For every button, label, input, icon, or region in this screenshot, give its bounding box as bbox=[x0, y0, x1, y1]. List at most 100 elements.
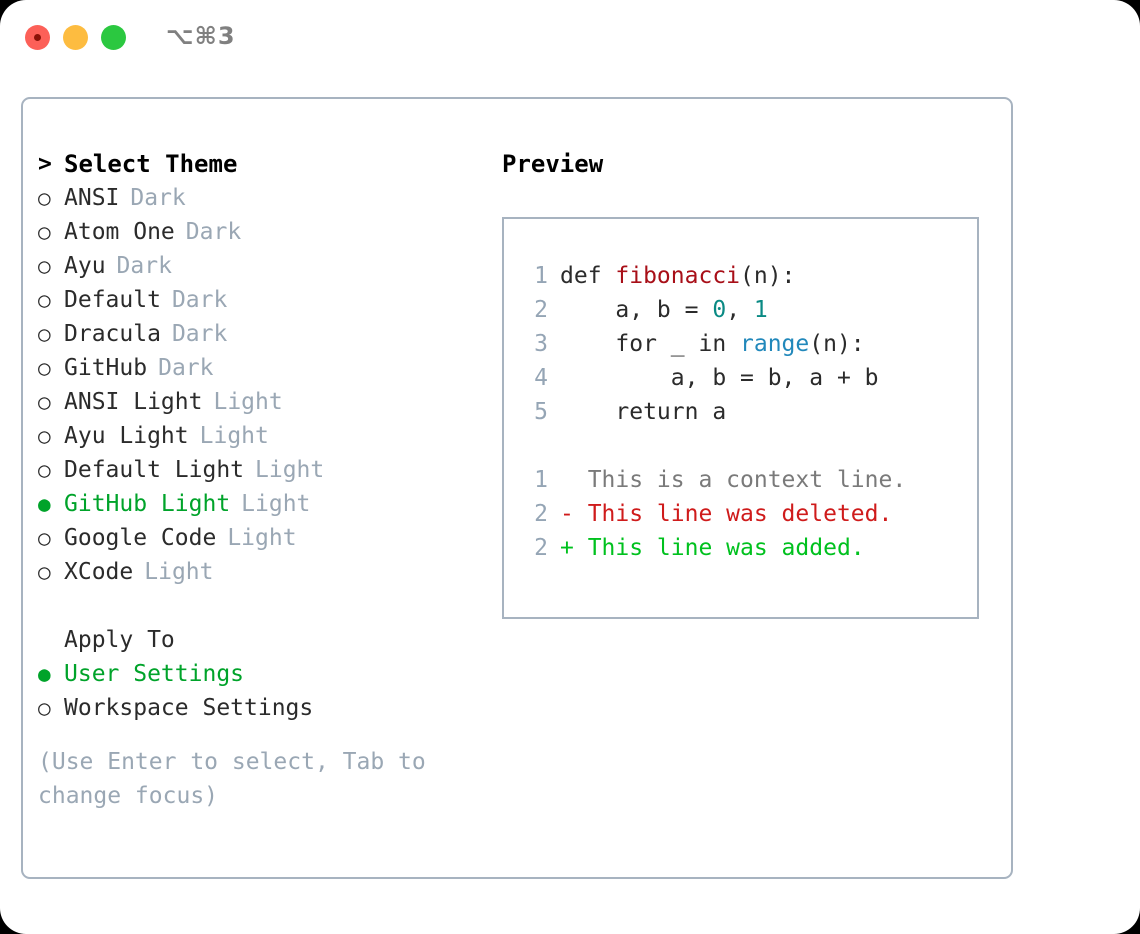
diff-text: This is a context line. bbox=[560, 467, 907, 493]
code-line: 4 a, b = b, a + b bbox=[522, 361, 977, 395]
radio-unselected-icon: ○ bbox=[38, 254, 51, 278]
theme-list-item[interactable]: ● GitHub Light Light bbox=[38, 487, 488, 521]
radio-unselected-icon: ○ bbox=[38, 390, 51, 414]
close-button-icon[interactable] bbox=[25, 25, 50, 50]
diff-line: 1 This is a context line. bbox=[522, 463, 977, 497]
theme-variant-tag: Light bbox=[213, 389, 283, 415]
apply-to-label: User Settings bbox=[64, 661, 245, 687]
theme-list-item[interactable]: ○ Ayu Light Light bbox=[38, 419, 488, 453]
code-line: 5 return a bbox=[522, 395, 977, 429]
theme-variant-tag: Dark bbox=[116, 253, 172, 279]
apply-to-list: ● User Settings ○ Workspace Settings bbox=[38, 657, 488, 725]
line-number: 4 bbox=[534, 365, 548, 391]
theme-name: Atom One bbox=[64, 219, 175, 245]
theme-name: Dracula bbox=[64, 321, 161, 347]
diff-line: 2+ This line was added. bbox=[522, 531, 977, 565]
theme-variant-tag: Light bbox=[199, 423, 269, 449]
theme-name: ANSI bbox=[64, 185, 120, 211]
theme-picker-heading: > Select Theme bbox=[38, 147, 488, 181]
title-bar: ⌥⌘3 bbox=[0, 0, 1140, 78]
theme-variant-tag: Dark bbox=[171, 287, 228, 313]
keyboard-shortcut-label: ⌥⌘3 bbox=[166, 22, 236, 50]
window-controls bbox=[25, 25, 126, 50]
code-line: 3 for _ in range(n): bbox=[522, 327, 977, 361]
radio-unselected-icon: ○ bbox=[38, 526, 51, 550]
radio-selected-icon: ● bbox=[38, 662, 51, 686]
apply-to-title: Apply To bbox=[64, 627, 175, 653]
theme-list-item[interactable]: ○ Default Light Light bbox=[38, 453, 488, 487]
theme-variant-tag: Light bbox=[241, 491, 311, 517]
theme-variant-tag: Light bbox=[227, 525, 297, 551]
theme-name: GitHub Light bbox=[64, 491, 231, 517]
theme-name: Ayu Light bbox=[64, 423, 189, 449]
code-token: return a bbox=[560, 399, 727, 425]
code-token: 1 bbox=[753, 297, 768, 323]
theme-list-item[interactable]: ○ ANSI Dark bbox=[38, 181, 488, 215]
theme-variant-tag: Light bbox=[144, 559, 214, 585]
theme-name: Default Light bbox=[64, 457, 245, 483]
diff-text: - This line was deleted. bbox=[560, 501, 893, 527]
prompt-caret-icon: > bbox=[38, 151, 52, 177]
radio-unselected-icon: ○ bbox=[38, 186, 51, 210]
line-number: 2 bbox=[534, 535, 548, 561]
keyboard-hint: (Use Enter to select, Tab to change focu… bbox=[38, 749, 426, 809]
theme-name: Ayu bbox=[64, 253, 106, 279]
radio-unselected-icon: ○ bbox=[38, 458, 51, 482]
code-token: a, b = b, a + b bbox=[560, 365, 879, 391]
line-number: 2 bbox=[534, 501, 548, 527]
apply-to-item[interactable]: ● User Settings bbox=[38, 657, 488, 691]
theme-variant-tag: Dark bbox=[171, 321, 228, 347]
maximize-button-icon[interactable] bbox=[101, 25, 126, 50]
code-line: 2 a, b = 0, 1 bbox=[522, 293, 977, 327]
theme-variant-tag: Light bbox=[255, 457, 325, 483]
theme-list-item[interactable]: ○ Dracula Dark bbox=[38, 317, 488, 351]
apply-to-item[interactable]: ○ Workspace Settings bbox=[38, 691, 488, 725]
theme-name: GitHub bbox=[64, 355, 148, 381]
diff-sample: 1 This is a context line. 2 - This line wa… bbox=[522, 463, 977, 565]
theme-list-item[interactable]: ○ Ayu Dark bbox=[38, 249, 488, 283]
code-token: (n): bbox=[740, 263, 796, 289]
code-token: fibonacci bbox=[615, 263, 741, 289]
theme-list-item[interactable]: ○ GitHub Dark bbox=[38, 351, 488, 385]
theme-list-item[interactable]: ○ ANSI Light Light bbox=[38, 385, 488, 419]
theme-list-item[interactable]: ○ XCode Light bbox=[38, 555, 488, 589]
code-token: a, b = bbox=[560, 297, 713, 323]
line-number: 1 bbox=[534, 263, 548, 289]
code-token: 0 bbox=[712, 297, 727, 323]
radio-selected-icon: ● bbox=[38, 492, 51, 516]
apply-to-label: Workspace Settings bbox=[64, 695, 314, 721]
radio-unselected-icon: ○ bbox=[38, 560, 51, 584]
code-token: (n): bbox=[809, 331, 865, 357]
radio-unselected-icon: ○ bbox=[38, 220, 51, 244]
theme-name: ANSI Light bbox=[64, 389, 203, 415]
preview-title: Preview bbox=[502, 150, 604, 178]
minimize-button-icon[interactable] bbox=[63, 25, 88, 50]
radio-unselected-icon: ○ bbox=[38, 356, 51, 380]
code-token: range bbox=[740, 331, 810, 357]
radio-unselected-icon: ○ bbox=[38, 696, 51, 720]
code-token: def bbox=[560, 263, 616, 289]
line-number: 3 bbox=[534, 331, 548, 357]
diff-line: 2 - This line was deleted. bbox=[522, 497, 977, 531]
code-token: for _ in bbox=[560, 331, 741, 357]
list-spacer bbox=[38, 589, 488, 623]
line-number: 5 bbox=[534, 399, 548, 425]
theme-variant-tag: Dark bbox=[158, 355, 214, 381]
theme-name: XCode bbox=[64, 559, 134, 585]
code-diff-gap bbox=[522, 429, 977, 463]
radio-unselected-icon: ○ bbox=[38, 322, 51, 346]
theme-variant-tag: Dark bbox=[130, 185, 186, 211]
radio-unselected-icon: ○ bbox=[38, 424, 51, 448]
theme-name: Default bbox=[64, 287, 161, 313]
line-number: 1 bbox=[534, 467, 548, 493]
code-line: 1 def fibonacci(n): bbox=[522, 259, 977, 293]
